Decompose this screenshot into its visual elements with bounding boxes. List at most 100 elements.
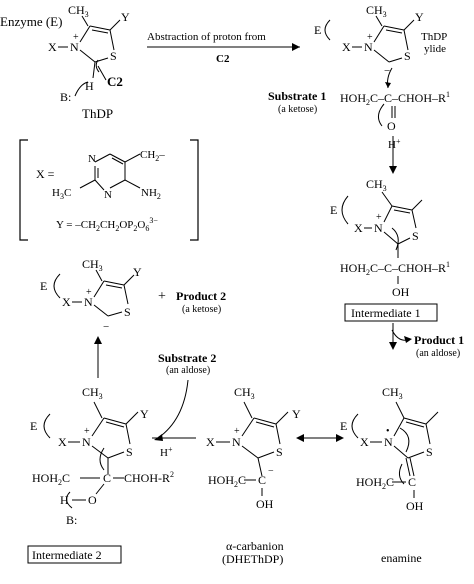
- methyl-label: CH3: [382, 385, 403, 401]
- c-minus: −: [268, 466, 274, 477]
- n-plus: +: [73, 32, 79, 43]
- curved-arrow: [99, 447, 105, 471]
- curved-arrow: [74, 81, 89, 97]
- ring-bond: [91, 445, 109, 459]
- pyr-bond: [109, 179, 126, 189]
- o-bond: [95, 483, 105, 495]
- product1-sub: (an aldose): [416, 348, 460, 359]
- enamine-name: enamine: [381, 551, 422, 565]
- intermediate1-box: [344, 303, 438, 322]
- n-label: N: [364, 40, 373, 54]
- y-bond: [125, 411, 139, 425]
- h-plus: H+: [160, 445, 173, 459]
- intermediate2-right: CHOH-R2: [124, 470, 174, 485]
- ring-bond: [79, 49, 96, 63]
- legend-n2: N: [104, 189, 112, 201]
- ring-bond: [383, 25, 405, 31]
- n-plus: +: [86, 287, 92, 298]
- methyl-bond: [79, 179, 96, 189]
- thdp-structure: Enzyme (E) CH3 Y X N + S H B: C2 ThDP: [0, 3, 130, 121]
- legend-box: X = N N CH2– H3C NH2 Y = –CH2CH2OP2O63−: [19, 139, 199, 241]
- curved-arrow: [399, 427, 410, 453]
- enamine: E CH3 X N • S HOH2C C OH enamine: [340, 385, 439, 565]
- product2-name: Product 2: [176, 289, 226, 303]
- methyl-label: CH3: [68, 3, 89, 19]
- substrate-1: Substrate 1 (a ketose) HOH2C–C–CHOH–R1 O…: [268, 89, 450, 174]
- h-label: H: [85, 79, 94, 93]
- legend-ch2: CH2–: [140, 149, 165, 163]
- base-label: B:: [60, 90, 71, 104]
- n-dots: •: [386, 426, 390, 437]
- ring-bond: [93, 280, 105, 298]
- c-bond: [405, 457, 411, 477]
- substrate2-sub: (an aldose): [166, 365, 210, 376]
- down-arrow-head: [389, 342, 397, 350]
- ring-bond: [373, 25, 385, 43]
- ring-bond: [123, 284, 129, 305]
- ring-bond: [393, 445, 409, 459]
- ring-bond: [391, 205, 413, 211]
- x-label: X: [48, 40, 57, 54]
- substrate2-arrow: [157, 379, 189, 439]
- ring-bond: [107, 311, 123, 317]
- s-label: S: [124, 305, 131, 319]
- enzyme-arc: [43, 413, 51, 439]
- pyr-bond: [94, 179, 105, 191]
- n-label: N: [232, 435, 241, 449]
- product2-sub: (a ketose): [182, 304, 221, 315]
- ylide-label-1: ThDP: [421, 31, 447, 43]
- ch2-bond: [124, 153, 141, 163]
- substrate1-sub: (a ketose): [278, 104, 317, 115]
- oh-label: OH: [392, 285, 410, 299]
- methyl-bond: [243, 401, 253, 419]
- x-label: X: [206, 435, 215, 449]
- enzyme-arc: [351, 413, 359, 439]
- ring-bond: [125, 423, 131, 445]
- carbanion-abbr: (DHEThDP): [222, 552, 283, 566]
- ring-bond: [383, 231, 399, 245]
- c-label: C: [258, 473, 266, 487]
- intermediate1-label: Intermediate 1: [351, 306, 421, 320]
- legend-bracket-right: [190, 139, 199, 241]
- ylide-label-2: ylide: [424, 43, 446, 55]
- ring-bond: [79, 25, 91, 43]
- product-2-structure: E CH3 Y X N + S − + Product 2 (a ketose): [40, 257, 226, 333]
- s-label: S: [126, 445, 133, 459]
- y-bond: [275, 411, 289, 425]
- y-label: Y: [121, 10, 130, 24]
- ring-bond: [388, 57, 403, 63]
- ring-bond: [253, 417, 277, 425]
- c-label: C: [408, 475, 416, 489]
- ring-bond: [105, 421, 125, 428]
- curved-arrow: [378, 103, 385, 127]
- y-bond: [425, 411, 439, 425]
- methyl-label: CH3: [366, 3, 387, 19]
- oh-label: OH: [256, 497, 274, 511]
- intermediate-1: E CH3 X N + S HOH2C–C–CHOH–R1 OH Interme…: [330, 177, 450, 350]
- ring-bond: [405, 421, 425, 428]
- y-label: Y: [292, 407, 301, 421]
- product1-name: Product 1: [414, 333, 464, 347]
- intermediate1-formula: HOH2C–C–CHOH–R1: [340, 260, 450, 277]
- legend-y-eq: Y = –CH2CH2OP2O63−: [56, 216, 158, 233]
- e-label: E: [30, 419, 37, 433]
- arrow1-line2: C2: [216, 53, 230, 65]
- curved-arrow-head: [385, 82, 391, 88]
- s-label: S: [276, 445, 283, 459]
- n-label: N: [384, 435, 393, 449]
- y-label: Y: [140, 407, 149, 421]
- ring-bond: [373, 49, 390, 63]
- n-plus: +: [234, 426, 240, 437]
- n-label: N: [84, 295, 93, 309]
- product-1: Product 1 (an aldose): [391, 329, 464, 359]
- ring-bond: [91, 417, 105, 437]
- ring-bond: [91, 29, 109, 34]
- ring-bond: [385, 29, 403, 34]
- arrow1-head: [292, 43, 300, 51]
- carbanion-left: HOH2C: [208, 473, 246, 489]
- eq-head-left: [296, 434, 304, 442]
- ring-bond: [255, 421, 275, 428]
- curved-arrow: [391, 227, 399, 251]
- enamine-left: HOH2C: [356, 475, 394, 491]
